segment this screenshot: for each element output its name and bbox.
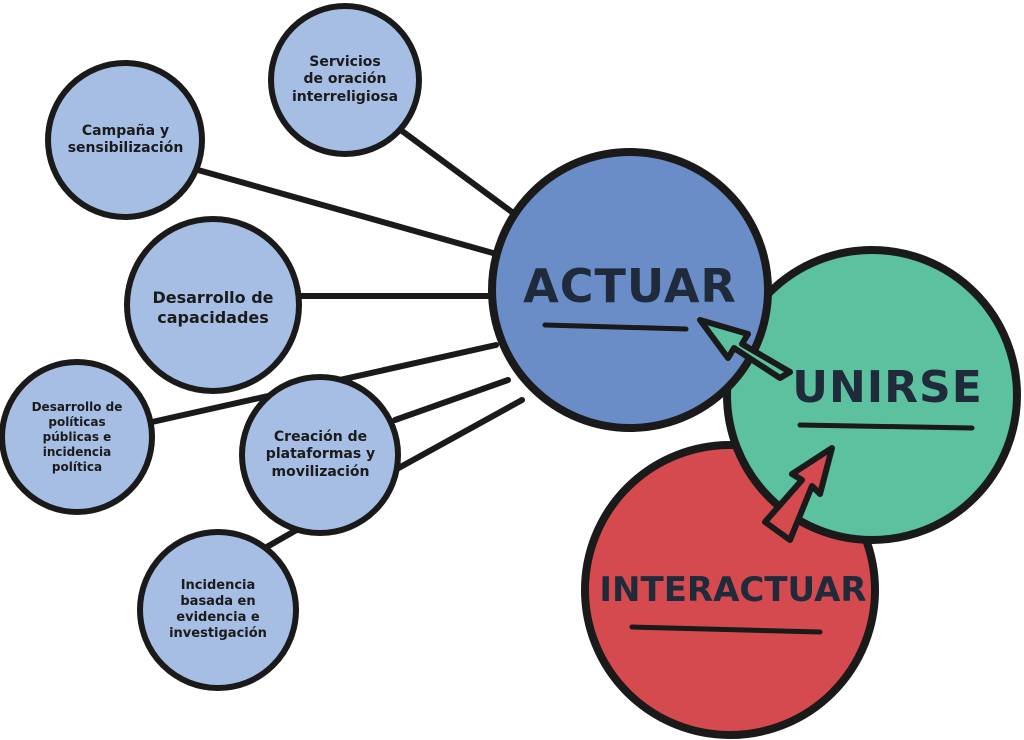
plataformas-line-1: Creación de xyxy=(273,428,368,445)
incidencia-line-2: basada en xyxy=(180,593,256,609)
campana-line-2: sensibilización xyxy=(67,140,184,156)
plataformas-line-2: plataformas y xyxy=(265,446,376,463)
actuar-underline xyxy=(542,322,689,332)
connector-plataformas-a xyxy=(392,377,511,423)
connector-servicios xyxy=(395,125,523,221)
politicas-label: Desarrollo de políticas públicas e incid… xyxy=(10,385,144,490)
actuar-label: ACTUAR xyxy=(523,259,737,314)
plataformas-line-3: movilización xyxy=(271,463,370,480)
incidencia-line-1: Incidencia xyxy=(180,577,256,593)
capacidades-line-2: capacidades xyxy=(157,307,269,327)
arrow-interactuar-to-unirse xyxy=(762,445,835,543)
servicios-line-3: interreligiosa xyxy=(291,88,399,105)
interactuar-underline xyxy=(629,624,823,635)
politicas-line-1: Desarrollo de xyxy=(31,400,123,414)
plataformas-label: Creación de plataformas y movilización xyxy=(243,415,398,495)
incidencia-line-4: investigación xyxy=(169,626,267,642)
politicas-line-5: política xyxy=(51,460,103,474)
actuar-circle[interactable] xyxy=(488,148,772,432)
campana-circle[interactable] xyxy=(45,60,205,220)
capacidades-circle[interactable] xyxy=(124,216,302,394)
servicios-circle[interactable] xyxy=(268,3,422,157)
connector-plataformas-b xyxy=(392,397,525,473)
interactuar-label: INTERACTUAR xyxy=(599,569,867,610)
incidencia-line-3: evidencia e xyxy=(176,610,260,625)
servicios-line-1: Servicios xyxy=(309,53,381,70)
capacidades-line-1: Desarrollo de xyxy=(152,287,274,307)
servicios-label: Servicios de oración interreligiosa xyxy=(275,35,415,125)
politicas-line-2: políticas xyxy=(48,415,106,429)
servicios-line-2: de oración xyxy=(303,71,387,88)
politicas-circle[interactable] xyxy=(0,359,155,515)
incidencia-label: Incidencia basada en evidencia e investi… xyxy=(148,565,288,655)
unirse-label: UNIRSE xyxy=(792,361,983,413)
politicas-line-3: públicas e xyxy=(42,430,112,444)
incidencia-circle[interactable] xyxy=(137,529,299,691)
campana-label: Campaña y sensibilización xyxy=(48,110,203,170)
plataformas-circle[interactable] xyxy=(239,374,401,536)
capacidades-label: Desarrollo de capacidades xyxy=(128,280,298,335)
arrow-unirse-to-actuar xyxy=(697,317,793,381)
politicas-line-4: incidencia xyxy=(42,445,112,459)
unirse-underline xyxy=(797,422,975,431)
connector-campana xyxy=(195,167,503,258)
campana-line-1: Campaña y xyxy=(81,122,170,139)
